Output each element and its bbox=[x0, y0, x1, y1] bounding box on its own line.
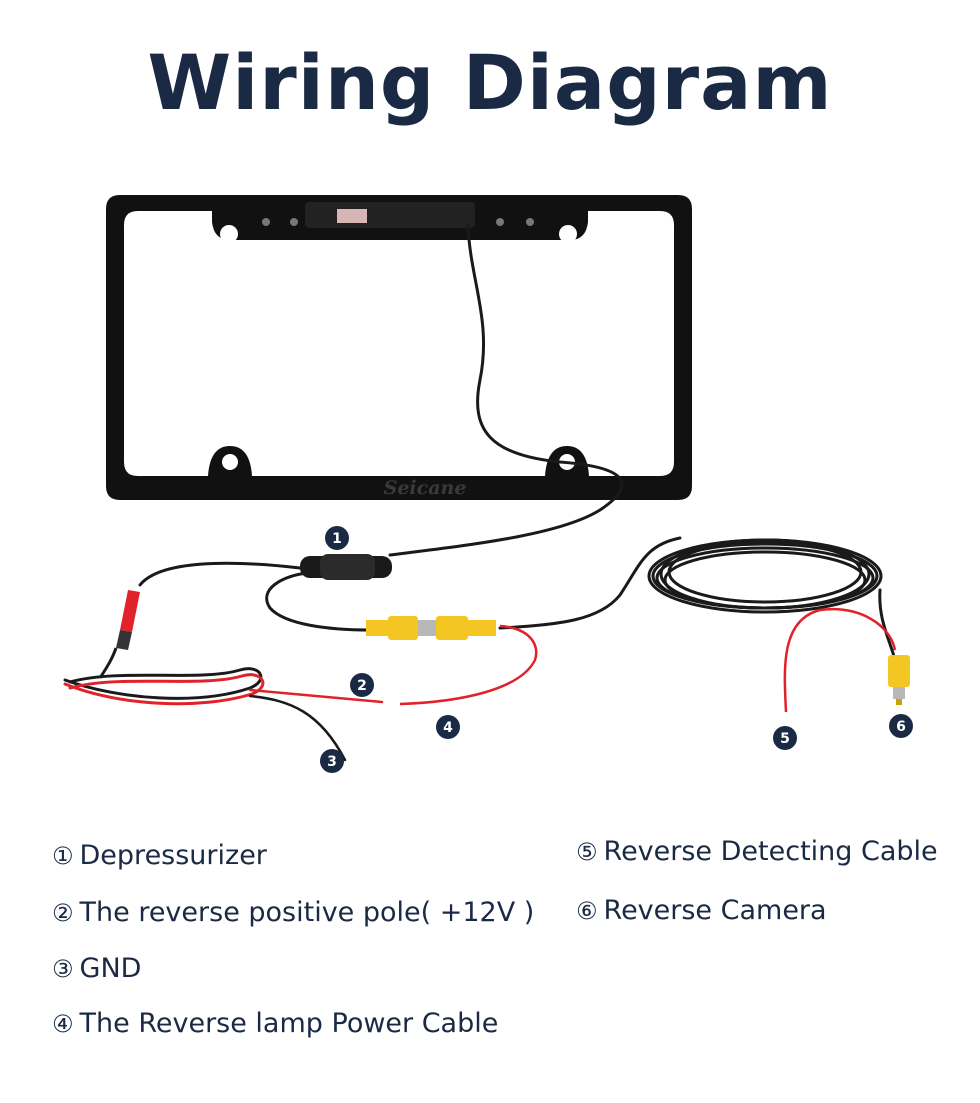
svg-text:6: 6 bbox=[896, 719, 906, 735]
camera-rca-plug bbox=[888, 655, 910, 705]
screw-hole-top-left bbox=[220, 225, 238, 243]
legend-number: ① bbox=[52, 842, 74, 870]
legend-number: ③ bbox=[52, 955, 74, 983]
legend-number: ⑤ bbox=[576, 838, 598, 866]
reverse-detecting-cable bbox=[783, 607, 897, 713]
legend-label: GND bbox=[79, 953, 142, 984]
screw-icon bbox=[526, 218, 534, 226]
screw-icon bbox=[262, 218, 270, 226]
svg-text:3: 3 bbox=[327, 754, 337, 770]
screw-icon bbox=[496, 218, 504, 226]
callout-1: 1 bbox=[325, 526, 349, 550]
legend-label: Reverse Detecting Cable bbox=[603, 836, 938, 867]
legend-number: ④ bbox=[52, 1010, 74, 1038]
camera-cable bbox=[138, 223, 897, 662]
legend-label: Reverse Camera bbox=[603, 895, 827, 926]
brand-logo: Seicane bbox=[384, 477, 467, 499]
svg-text:4: 4 bbox=[443, 720, 453, 736]
legend-label: Depressurizer bbox=[79, 840, 267, 871]
screw-icon bbox=[290, 218, 298, 226]
page-title: Wiring Diagram bbox=[147, 38, 833, 127]
camera-housing bbox=[305, 202, 475, 228]
legend-number: ② bbox=[52, 899, 74, 927]
screw-hole-bottom-left bbox=[222, 454, 238, 470]
svg-text:5: 5 bbox=[780, 731, 790, 747]
screw-hole-top-right bbox=[559, 225, 577, 243]
legend-label: The Reverse lamp Power Cable bbox=[79, 1008, 499, 1039]
svg-text:1: 1 bbox=[332, 531, 342, 547]
camera-label-icon bbox=[337, 209, 367, 223]
power-cable-coil bbox=[63, 667, 384, 762]
callout-4: 4 bbox=[436, 715, 460, 739]
extension-cable-coil bbox=[647, 538, 883, 614]
callout-2: 2 bbox=[350, 673, 374, 697]
red-power-connector bbox=[98, 590, 140, 679]
rca-connector-pair bbox=[366, 616, 496, 640]
depressurizer bbox=[300, 554, 392, 580]
reverse-lamp-cable bbox=[399, 624, 538, 706]
callout-5: 5 bbox=[773, 726, 797, 750]
legend-number: ⑥ bbox=[576, 897, 598, 925]
svg-text:2: 2 bbox=[357, 678, 367, 694]
legend-label: The reverse positive pole( +12V ) bbox=[79, 897, 535, 928]
callout-6: 6 bbox=[889, 714, 913, 738]
license-plate-frame: Seicane bbox=[106, 195, 692, 500]
callout-3: 3 bbox=[320, 749, 344, 773]
